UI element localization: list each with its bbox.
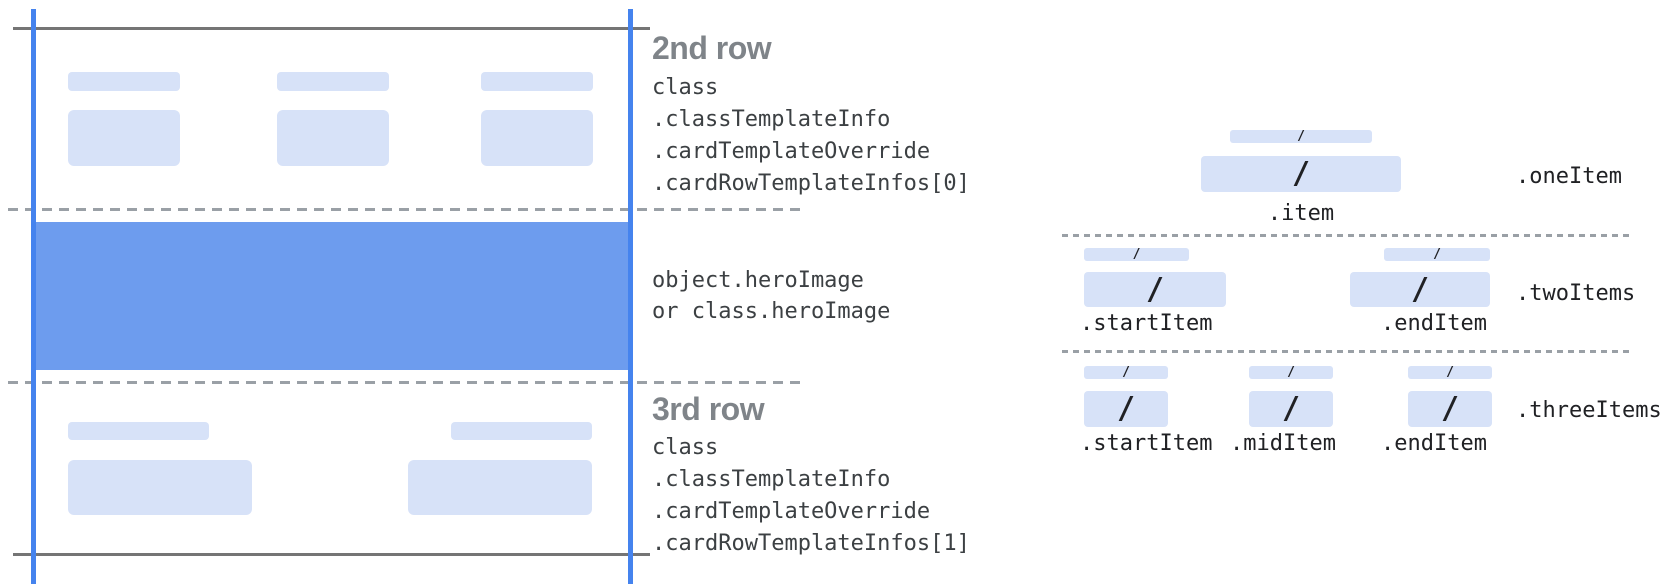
second-row-code-block: class .classTemplateInfo .cardTemplateOv… [652, 72, 970, 200]
field-label-bar [68, 72, 180, 91]
slash-glyph: / [1116, 391, 1136, 426]
code-line: .cardRowTemplateInfos[1] [652, 531, 970, 556]
item-small-bar: / [1230, 130, 1372, 143]
code-line: or class.heroImage [652, 299, 891, 324]
card-top-boundary-line [13, 27, 650, 30]
item-large-bar: / [1249, 391, 1333, 427]
slash-glyph: / [1446, 365, 1454, 380]
code-line: class [652, 435, 719, 460]
code-line: class [652, 75, 719, 100]
item-label: .startItem [1080, 311, 1213, 336]
card-bottom-boundary-line [13, 553, 650, 556]
item-large-bar: / [1350, 272, 1490, 307]
layout-label-two-items: .twoItems [1516, 281, 1636, 306]
slash-glyph: / [1145, 271, 1165, 307]
field-label-bar [451, 422, 592, 440]
slash-glyph: / [1297, 129, 1305, 144]
slash-glyph: / [1287, 365, 1295, 380]
field-label-bar [481, 72, 593, 91]
card-left-guide-line [31, 9, 36, 584]
field-value-bar [68, 110, 180, 166]
hero-image-band [33, 222, 632, 370]
item-large-bar: / [1084, 391, 1168, 427]
slash-glyph: / [1440, 391, 1460, 426]
third-row-heading: 3rd row [652, 391, 765, 427]
code-line: .classTemplateInfo [652, 107, 891, 132]
item-small-bar: / [1408, 366, 1492, 379]
hero-code-block: object.heroImage or class.heroImage [652, 265, 890, 327]
slash-glyph: / [1433, 247, 1441, 262]
item-label: .endItem [1381, 311, 1487, 336]
code-line: .cardTemplateOverride [652, 499, 931, 524]
code-line: .classTemplateInfo [652, 467, 891, 492]
third-row-code-block: class .classTemplateInfo .cardTemplateOv… [652, 432, 970, 560]
field-label-bar [277, 72, 389, 91]
layout-divider-dashed-lower [1062, 350, 1630, 353]
field-value-bar [481, 110, 593, 166]
item-label: .startItem [1080, 431, 1213, 456]
card-right-guide-line [628, 9, 633, 584]
item-label: .endItem [1381, 431, 1487, 456]
layout-label-one-item: .oneItem [1516, 164, 1622, 189]
slash-glyph: / [1281, 391, 1301, 426]
row-divider-dashed-lower [8, 381, 802, 384]
item-small-bar: / [1249, 366, 1333, 379]
item-small-bar: / [1384, 248, 1490, 261]
slash-glyph: / [1291, 156, 1311, 191]
item-label: .item [1267, 201, 1335, 226]
code-line: object.heroImage [652, 268, 864, 293]
field-value-bar [68, 460, 252, 515]
item-large-bar: / [1201, 156, 1401, 192]
slash-glyph: / [1122, 365, 1130, 380]
layout-label-three-items: .threeItems [1516, 398, 1662, 423]
item-large-bar: / [1408, 391, 1492, 427]
item-small-bar: / [1084, 248, 1189, 261]
slash-glyph: / [1410, 271, 1430, 307]
layout-divider-dashed-upper [1062, 234, 1630, 237]
field-label-bar [68, 422, 209, 440]
code-line: .cardTemplateOverride [652, 139, 931, 164]
second-row-heading: 2nd row [652, 30, 772, 66]
slash-glyph: / [1132, 247, 1141, 262]
item-small-bar: / [1084, 366, 1168, 379]
row-divider-dashed-upper [8, 208, 802, 211]
field-value-bar [277, 110, 389, 166]
item-label: .midItem [1230, 431, 1336, 456]
item-large-bar: / [1084, 272, 1226, 307]
code-line: .cardRowTemplateInfos[0] [652, 171, 970, 196]
field-value-bar [408, 460, 592, 515]
